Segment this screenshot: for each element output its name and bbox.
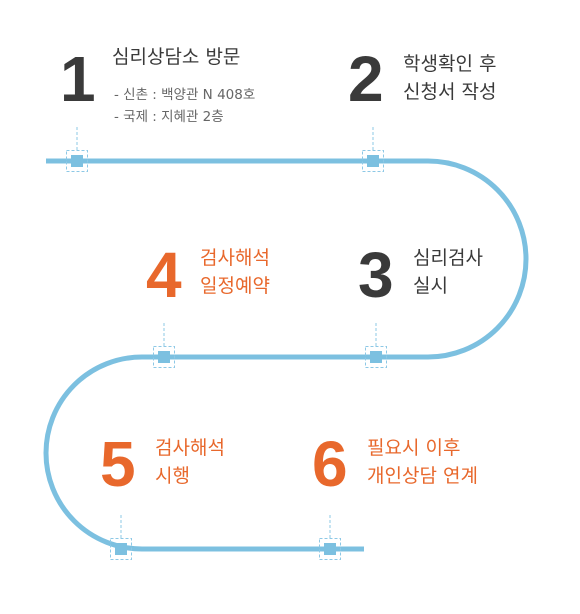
step-5-title-line-1: 검사해석 <box>155 437 225 459</box>
step-1-detail-sinchon: - 신촌 : 백양관 N 408호 <box>114 87 256 103</box>
step-5-number: 5 <box>100 428 136 500</box>
step-marker-6 <box>319 515 341 560</box>
step-5-title-line-2: 시행 <box>155 465 190 487</box>
step-marker-5 <box>110 515 132 560</box>
step-1-title: 심리상담소 방문 <box>112 46 241 68</box>
step-2-title-line-2: 신청서 작성 <box>403 81 497 103</box>
step-6-title-line-2: 개인상담 연계 <box>367 465 478 487</box>
step-marker-4 <box>153 323 175 368</box>
step-1-number: 1 <box>60 43 96 115</box>
step-6-number: 6 <box>312 428 348 500</box>
step-3-title-line-1: 심리검사 <box>413 247 483 269</box>
track-path <box>43 158 529 552</box>
step-4-title-line-1: 검사해석 <box>200 247 270 269</box>
step-3-number: 3 <box>358 239 394 311</box>
step-2-number: 2 <box>348 43 384 115</box>
step-3-title-line-2: 실시 <box>413 275 448 297</box>
step-4-number: 4 <box>146 239 182 311</box>
step-6-title-line-1: 필요시 이후 <box>367 437 461 459</box>
step-marker-3 <box>365 323 387 368</box>
step-marker-1 <box>66 127 88 172</box>
step-4-title-line-2: 일정예약 <box>200 275 270 297</box>
step-2-title-line-1: 학생확인 후 <box>403 53 497 75</box>
step-marker-2 <box>362 127 384 172</box>
step-1-detail-international: - 국제 : 지혜관 2층 <box>114 109 224 125</box>
